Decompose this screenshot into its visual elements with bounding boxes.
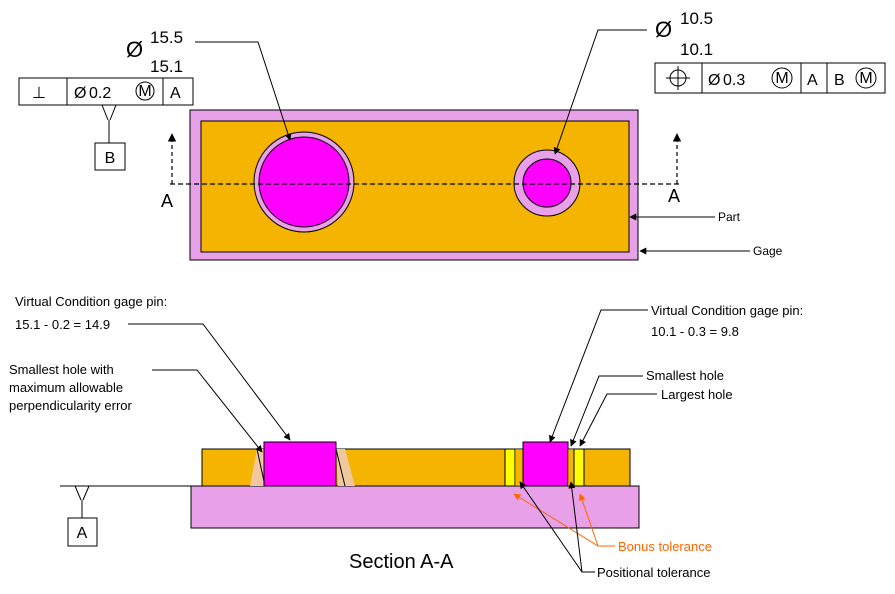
vc-left-leader: [128, 323, 291, 441]
left-hole-perpendicularity-gap-right: [336, 449, 355, 486]
right-hole-pin: [522, 158, 572, 208]
right-hole-bonus-right: [573, 448, 585, 487]
largest-hole-label: Largest hole: [661, 387, 733, 402]
fcf-left-datum: A: [170, 85, 181, 102]
right-hole-bonus-left: [504, 448, 516, 487]
datum-b-symbol: B: [94, 104, 126, 171]
left-hole-lower-limit: 15.1: [150, 57, 183, 76]
fcf-left-diameter-symbol: Ø: [74, 85, 86, 102]
datum-b-label: B: [105, 150, 116, 167]
gage-body-section: [190, 485, 640, 529]
left-gage-pin-section: [263, 441, 337, 487]
bonus-tolerance-leader-right: [578, 493, 599, 547]
right-hole-positional-left: [514, 448, 524, 487]
largest-hole-leader: [579, 393, 657, 447]
smallest-hole-note-leader: [152, 369, 263, 453]
section-label-right: A: [668, 186, 680, 206]
datum-a-label: A: [77, 525, 88, 542]
fcf-right-datum-2: B: [834, 72, 845, 89]
fcf-right-diameter-symbol: Ø: [708, 72, 720, 89]
smallest-hole-note-line2: maximum allowable: [9, 380, 123, 395]
fcf-right-tolerance: 0.3: [723, 72, 745, 89]
right-diameter-symbol: Ø: [655, 17, 672, 42]
part-label: Part: [718, 210, 741, 224]
smallest-hole-label: Smallest hole: [646, 368, 724, 383]
left-hole-pin: [258, 136, 350, 228]
smallest-hole-leader: [570, 375, 643, 447]
positional-tolerance-leader-right: [568, 481, 583, 573]
left-hole-wall-right: [335, 448, 346, 487]
left-hole-leader: [195, 41, 292, 141]
right-gage-pin-section: [522, 441, 569, 487]
vc-left-title: Virtual Condition gage pin:: [15, 294, 167, 309]
right-hole-positional-right: [567, 448, 575, 487]
right-hole-upper-limit: 10.5: [680, 9, 713, 28]
left-hole-upper-limit: 15.5: [150, 28, 183, 47]
perpendicularity-icon: ⊥: [32, 85, 46, 102]
fcf-right-datum-1: A: [807, 72, 818, 89]
datum-a-symbol: A: [60, 485, 191, 547]
position-icon: [666, 66, 690, 90]
section-title: Section A-A: [349, 551, 454, 573]
smallest-hole-note-line3: perpendicularity error: [9, 398, 133, 413]
vc-right-title: Virtual Condition gage pin:: [651, 303, 803, 318]
positional-tolerance-label: Positional tolerance: [597, 565, 710, 580]
section-label-left: A: [161, 191, 173, 211]
vc-left-formula: 15.1 - 0.2 = 14.9: [15, 317, 110, 332]
right-hole-lower-limit: 10.1: [680, 40, 713, 59]
fcf-position: Ø 0.3 M A B M: [654, 62, 886, 94]
right-hole-leader: [553, 29, 647, 155]
fcf-perpendicularity: ⊥ Ø 0.2 M A: [18, 77, 194, 106]
left-diameter-symbol: Ø: [126, 37, 143, 62]
vc-right-formula: 10.1 - 0.3 = 9.8: [651, 324, 739, 339]
bonus-tolerance-label: Bonus tolerance: [618, 539, 712, 554]
smallest-hole-note-line1: Smallest hole with: [9, 362, 114, 377]
fcf-right-datum-2-modifier: M: [859, 70, 872, 87]
vc-right-leader: [549, 309, 648, 443]
fcf-left-mmc-modifier: M: [138, 83, 151, 100]
gage-label: Gage: [753, 244, 783, 258]
fcf-right-mmc-modifier: M: [775, 70, 788, 87]
fcf-left-tolerance: 0.2: [89, 85, 111, 102]
